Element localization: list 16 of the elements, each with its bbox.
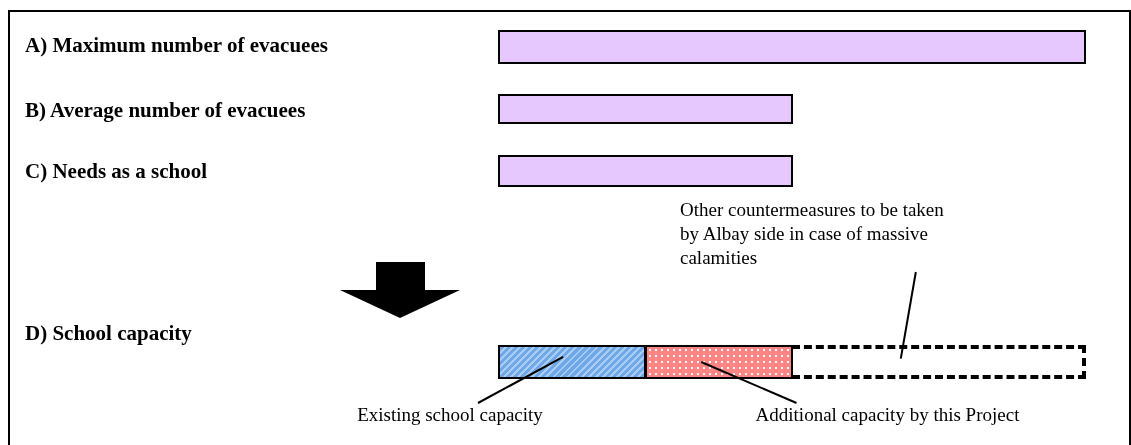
capacity-bar-segment xyxy=(498,345,646,379)
row-label: B) Average number of evacuees xyxy=(25,97,306,123)
leader-line xyxy=(899,271,917,360)
leader-line xyxy=(477,355,565,404)
capacity-bar-segment xyxy=(645,345,793,379)
row-label: D) School capacity xyxy=(25,320,192,346)
row-label: C) Needs as a school xyxy=(25,158,207,184)
leader-line xyxy=(700,361,798,404)
row-label: A) Maximum number of evacuees xyxy=(25,32,328,58)
callout-text: Additional capacity by this Project xyxy=(660,403,1115,427)
callout-text: Other countermeasures to be taken by Albay side in case of massive calamities xyxy=(680,198,948,270)
callout-text: Existing school capacity xyxy=(310,403,590,427)
bar xyxy=(498,155,793,187)
bar xyxy=(498,30,1086,64)
bar xyxy=(498,94,793,124)
capacity-bar-segment xyxy=(792,345,1086,379)
